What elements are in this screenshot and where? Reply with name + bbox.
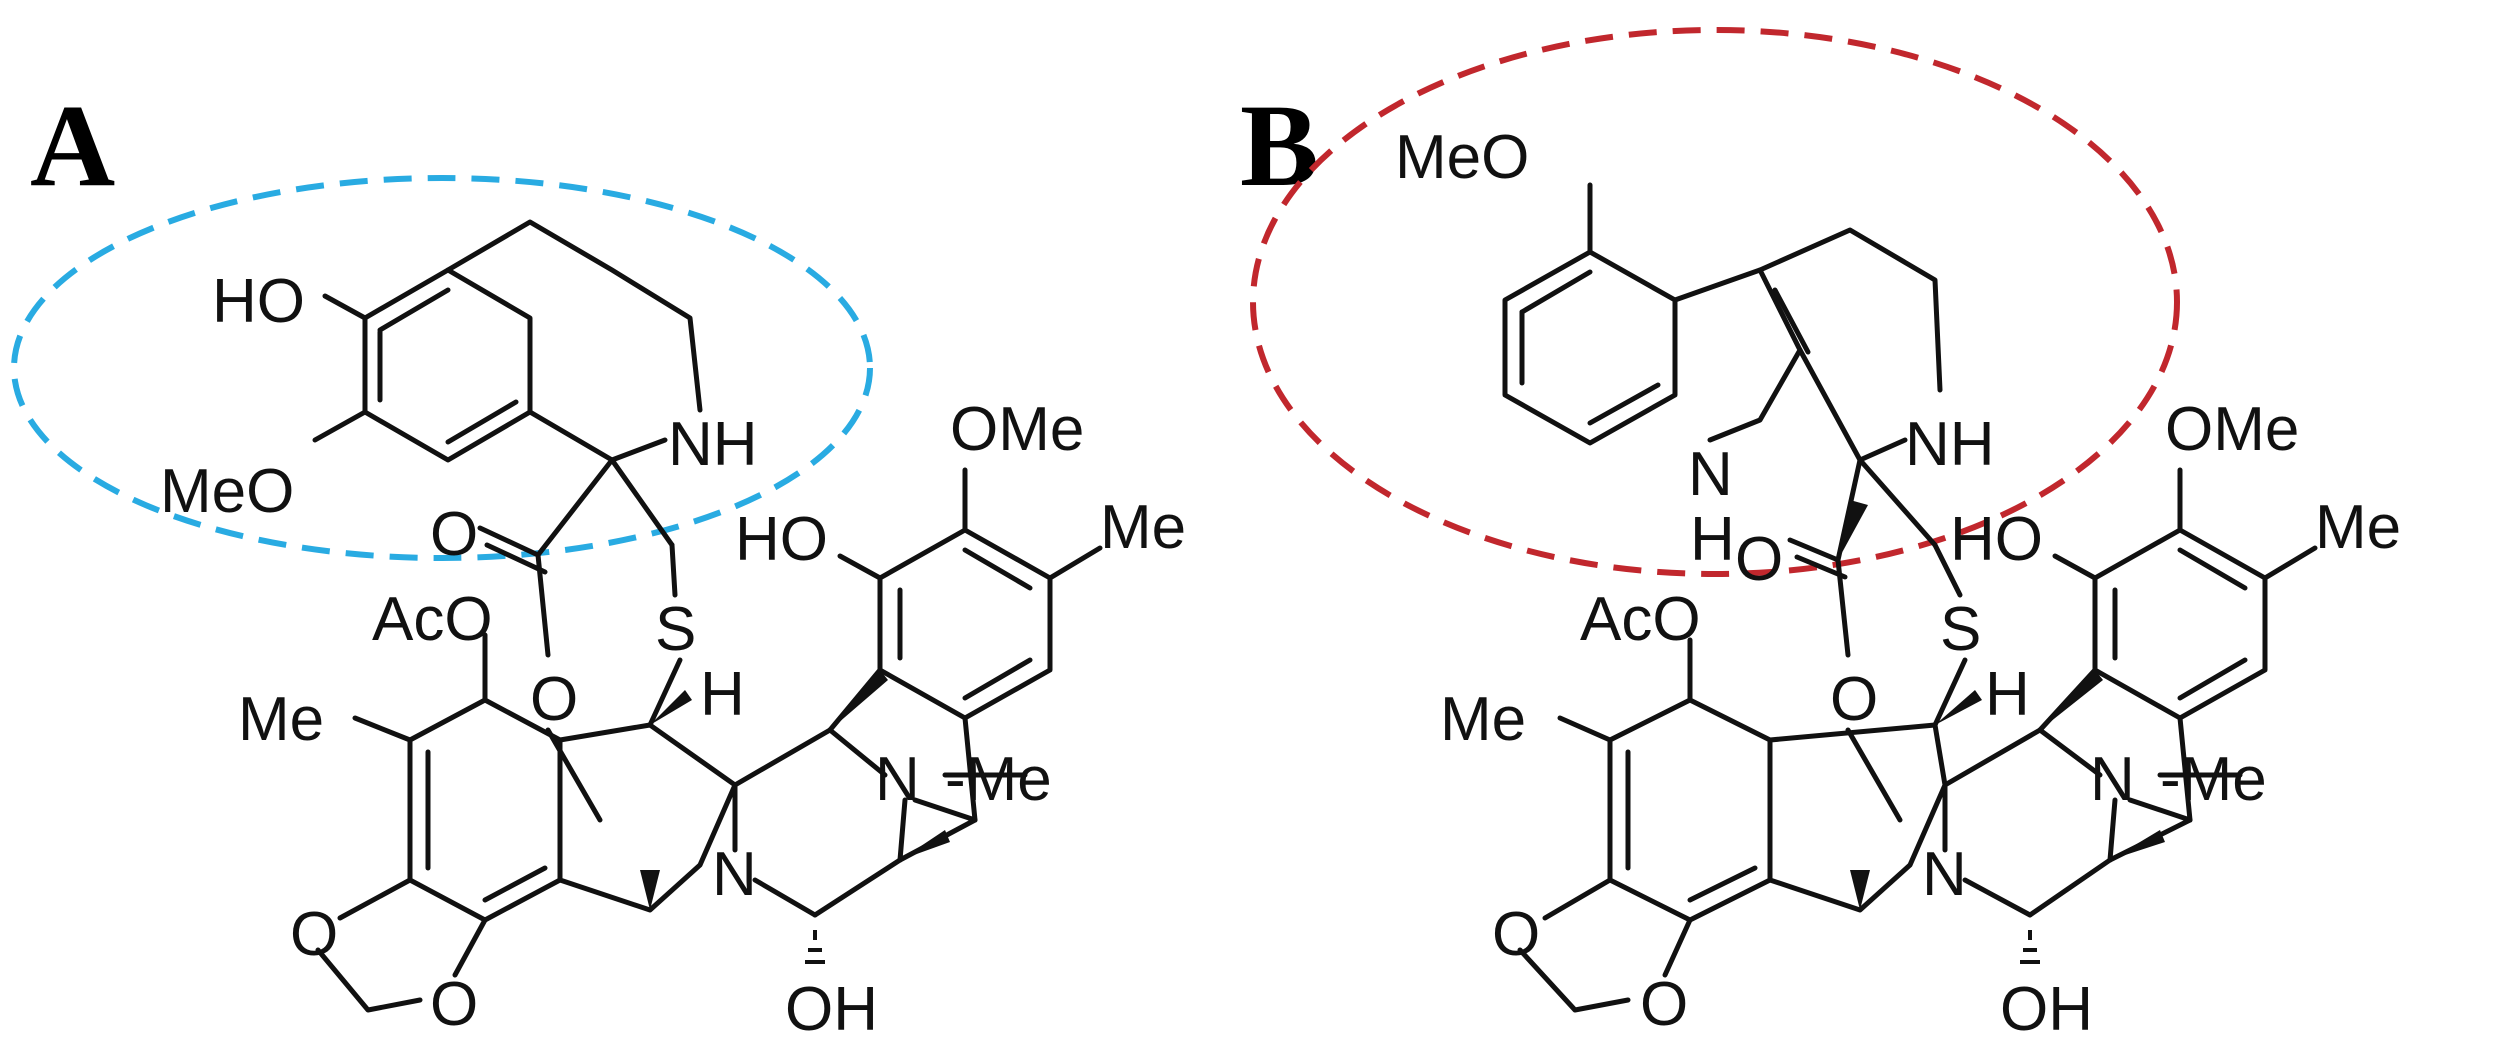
panel-a-label-meo: MeO [160,457,294,526]
panel-b-atom-labels: MeO N H NH O S AcO Me O H N N -Me HO OMe… [1395,123,2401,1044]
panel-a-label-ho-right: HO [735,505,828,574]
panel-b-label-oh: OH [2000,975,2093,1044]
panel-b-label-me-bridge: -Me [2160,745,2267,814]
panel-b-skeleton [1502,182,2318,1013]
panel-b-label-n-bridge: N [2090,745,2135,814]
panel-b-label-s: S [1940,595,1981,664]
panel-a-atom-labels: HO MeO NH O S AcO Me O H N N -Me HO OMe … [160,267,1186,1044]
panel-b-label-ho-right: HO [1950,505,2043,574]
panel-a-label-carbonyl-o: O [430,500,478,569]
panel-b-label-h-center: H [1985,660,2030,729]
panel-b-label-me-right: Me [2315,493,2401,562]
panel-a-label-me-right: Me [1100,493,1186,562]
panel-a-label-nh: NH [668,410,758,479]
panel-b-label-dioxole-o2: O [1640,970,1688,1039]
panel-a-label-ho-top: HO [212,267,305,336]
panel-b-label-aco: AcO [1580,585,1701,654]
panel-b-label-nh: NH [1905,410,1995,479]
panel-a-label-ome: OMe [950,395,1084,464]
panel-a-highlight-ellipse [11,175,873,561]
panel-a-label-n-bridge: N [875,745,920,814]
panel-b-label-h-indole: H [1690,505,1735,574]
panel-b-label-ome: OMe [2165,395,2299,464]
panel-b-letter: B [1240,80,1319,211]
panel-a-label-aco: AcO [372,585,493,654]
panel-a-label-me-bridge: -Me [945,745,1052,814]
panel-a-label-n-center: N [712,840,757,909]
panel-a-skeleton [312,219,1103,1013]
panel-a-label-me-left: Me [238,685,324,754]
panel-b-label-carbonyl-o: O [1735,525,1783,594]
panel-b: B [1240,27,2401,1044]
panel-b-highlight-ellipse [1250,27,2180,577]
panel-a-label-dioxole-o2: O [430,970,478,1039]
panel-a-label-oh: OH [785,975,878,1044]
panel-a-label-dioxole-o1: O [290,900,338,969]
panel-b-label-n-center: N [1922,840,1967,909]
panel-b-label-meo: MeO [1395,123,1529,192]
panel-b-label-dioxole-o1: O [1492,900,1540,969]
panel-a-label-h-center: H [700,660,745,729]
panel-a-letter: A [30,80,115,211]
panel-b-label-n-indole: N [1688,440,1733,509]
panel-b-label-me-left: Me [1440,685,1526,754]
panel-a-label-s: S [655,595,696,664]
panel-a-label-ester-o: O [530,665,578,734]
panel-b-label-ester-o: O [1830,665,1878,734]
panel-a: A [11,80,1186,1044]
